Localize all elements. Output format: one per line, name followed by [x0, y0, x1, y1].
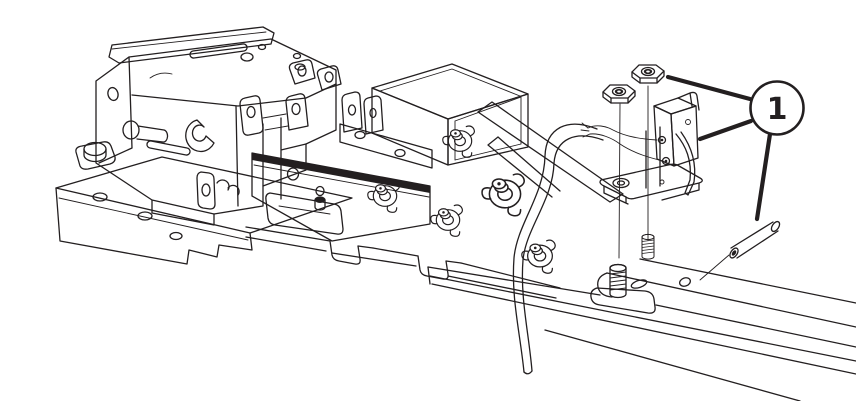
screw-lock-washer [521, 239, 556, 274]
leader-to-switch [697, 118, 754, 142]
mount-plate [339, 123, 433, 169]
callout-1[interactable]: 1 [665, 74, 805, 222]
base-plate [55, 156, 353, 234]
knob [122, 120, 140, 140]
foot-bracket [265, 192, 344, 235]
hex-nuts [602, 64, 665, 104]
screw-washers [367, 125, 556, 274]
hex-nut-lower [602, 84, 636, 104]
cable [512, 123, 604, 375]
pin-locator-line [699, 254, 730, 281]
plate-hole [137, 211, 153, 221]
boss-pad [75, 141, 116, 170]
screw-lock-washer [430, 204, 463, 237]
switch-clip [677, 91, 700, 111]
hinge-lugs [288, 59, 384, 135]
leader-to-nut [665, 74, 753, 102]
cover-box [339, 63, 529, 169]
threaded-stud-front [609, 263, 627, 299]
block-detail-lines [98, 43, 337, 226]
leader-to-pin [754, 131, 773, 222]
c-cutout [185, 119, 215, 153]
rack-plate [239, 93, 431, 242]
switch-body [653, 97, 697, 115]
callout-label: 1 [767, 92, 788, 127]
switch-wires [580, 122, 664, 162]
mount-feet-and-studs [590, 233, 656, 314]
center-lines [618, 85, 649, 259]
micro-switch-assembly [599, 91, 703, 205]
front-face-features [122, 119, 240, 210]
support-braces [477, 101, 624, 203]
callout-balloon[interactable] [749, 80, 805, 136]
base-plate-flange [55, 187, 253, 265]
mount-foot [590, 287, 656, 314]
gear-block-outline [95, 38, 337, 215]
rail-hole [679, 277, 691, 287]
switch-lever [675, 131, 696, 196]
hex-nut-upper [631, 64, 665, 84]
plate-hole [92, 192, 108, 202]
guide-rail [245, 226, 856, 401]
plate-hole [169, 231, 183, 241]
dowel-pin [699, 220, 781, 281]
screw-lock-washer [481, 173, 525, 217]
rail-slot [630, 279, 648, 289]
top-slide-rail [108, 26, 275, 64]
carriage-assembly [55, 26, 384, 265]
rack-strip [252, 153, 430, 193]
